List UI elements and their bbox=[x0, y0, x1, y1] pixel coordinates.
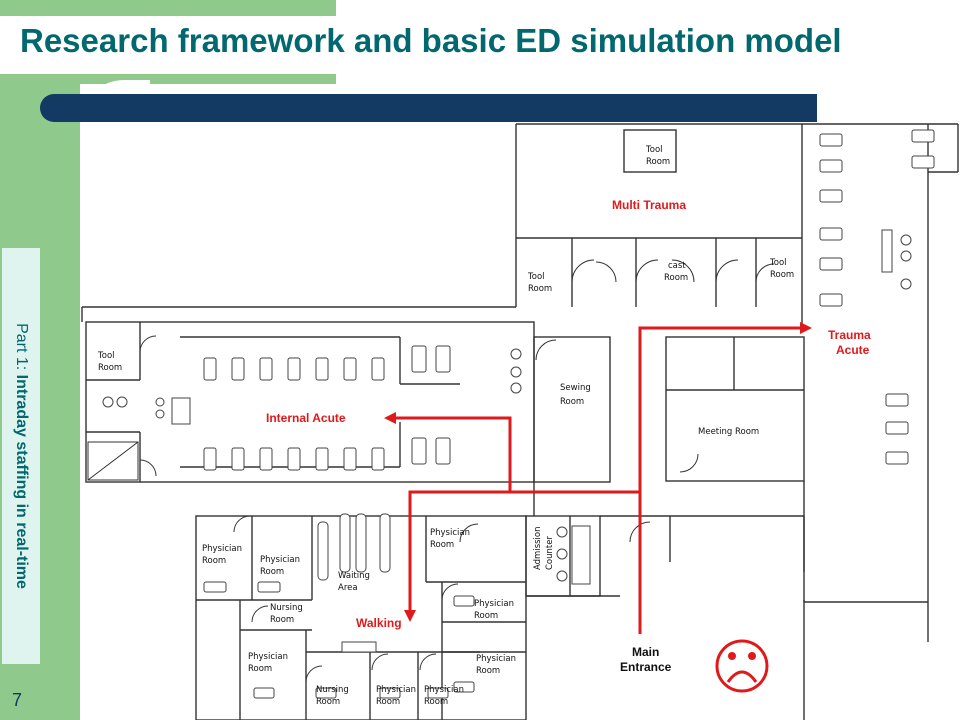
physician-room-7-label-1: Physician bbox=[376, 685, 416, 695]
flow-arrowheads bbox=[384, 322, 812, 622]
patient-flow-paths bbox=[392, 326, 802, 634]
bed-icon bbox=[203, 129, 935, 699]
main-entrance-label-2: Entrance bbox=[620, 660, 672, 674]
zone-trauma-acute-1: Trauma bbox=[828, 328, 871, 342]
section-label-main: Intraday staffing in real-time bbox=[13, 374, 30, 589]
zone-walking: Walking bbox=[356, 616, 402, 630]
physician-room-8-label-2: Room bbox=[424, 697, 448, 707]
section-label-box bbox=[2, 248, 40, 664]
meeting-room-label: Meeting Room bbox=[698, 427, 759, 437]
physician-room-3-label-2: Room bbox=[430, 540, 454, 550]
physician-room-2-label-1: Physician bbox=[260, 555, 300, 565]
tool-room-top-label-1: Tool bbox=[645, 145, 663, 155]
physician-room-7-label-2: Room bbox=[376, 697, 400, 707]
zone-internal-acute: Internal Acute bbox=[266, 411, 346, 425]
floor-plan-drawing: Tool Room Tool Room cast Room Tool Room … bbox=[81, 123, 959, 720]
physician-room-5-label-2: Room bbox=[476, 666, 500, 676]
tool-room-right-label-2: Room bbox=[770, 270, 794, 280]
nursing-room-1-label-2: Room bbox=[270, 615, 294, 625]
tool-room-west-label-1: Tool bbox=[97, 351, 115, 361]
waiting-area-label-2: Area bbox=[338, 583, 358, 593]
sewing-room-label-1: Sewing bbox=[560, 383, 591, 393]
header-bar bbox=[40, 94, 817, 122]
physician-room-6-label-1: Physician bbox=[248, 652, 288, 662]
sad-face-icon bbox=[715, 639, 769, 693]
cast-room-label-2: Room bbox=[664, 273, 688, 283]
tool-room-right-label-1: Tool bbox=[769, 258, 787, 268]
tool-room-west-label-2: Room bbox=[98, 363, 122, 373]
section-label: Part 1: Intraday staffing in real-time bbox=[12, 323, 30, 589]
main-entrance-label-1: Main bbox=[632, 645, 659, 659]
admission-counter-label-2: Counter bbox=[545, 536, 555, 570]
physician-room-4-label-2: Room bbox=[474, 611, 498, 621]
sewing-room-label-2: Room bbox=[560, 397, 584, 407]
waiting-area-label-1: Waiting bbox=[338, 571, 370, 581]
physician-room-6-label-2: Room bbox=[248, 664, 272, 674]
physician-room-1-label-2: Room bbox=[202, 556, 226, 566]
physician-room-5-label-1: Physician bbox=[476, 654, 516, 664]
nursing-room-2-label-1: Nursing bbox=[316, 685, 349, 695]
physician-room-4-label-1: Physician bbox=[474, 599, 514, 609]
floor-plan: Tool Room Tool Room cast Room Tool Room … bbox=[80, 122, 960, 720]
zone-trauma-acute-2: Acute bbox=[836, 343, 870, 357]
walls bbox=[81, 123, 959, 720]
physician-room-1-label-1: Physician bbox=[202, 544, 242, 554]
physician-room-2-label-2: Room bbox=[260, 567, 284, 577]
zone-multi-trauma: Multi Trauma bbox=[612, 198, 686, 212]
nursing-room-1-label-1: Nursing bbox=[270, 603, 303, 613]
top-green-band bbox=[0, 0, 336, 16]
admission-counter-label-1: Admission bbox=[533, 526, 543, 570]
tool-room-top-label-2: Room bbox=[646, 157, 670, 167]
section-label-prefix: Part 1: bbox=[13, 323, 30, 375]
physician-room-8-label-1: Physician bbox=[424, 685, 464, 695]
chair-icon bbox=[102, 229, 912, 653]
physician-room-3-label-1: Physician bbox=[430, 528, 470, 538]
title-background bbox=[0, 16, 960, 74]
closet-hatch bbox=[87, 441, 139, 481]
tool-room-left-label-2: Room bbox=[528, 284, 552, 294]
tool-room-left-label-1: Tool bbox=[527, 272, 545, 282]
title-underline-band bbox=[80, 74, 336, 84]
door-swing-icon bbox=[139, 259, 775, 683]
cast-room-label-1: cast bbox=[668, 261, 686, 271]
nursing-room-2-label-2: Room bbox=[316, 697, 340, 707]
page-number: 7 bbox=[12, 690, 23, 710]
slide-title: Research framework and basic ED simulati… bbox=[20, 22, 842, 59]
